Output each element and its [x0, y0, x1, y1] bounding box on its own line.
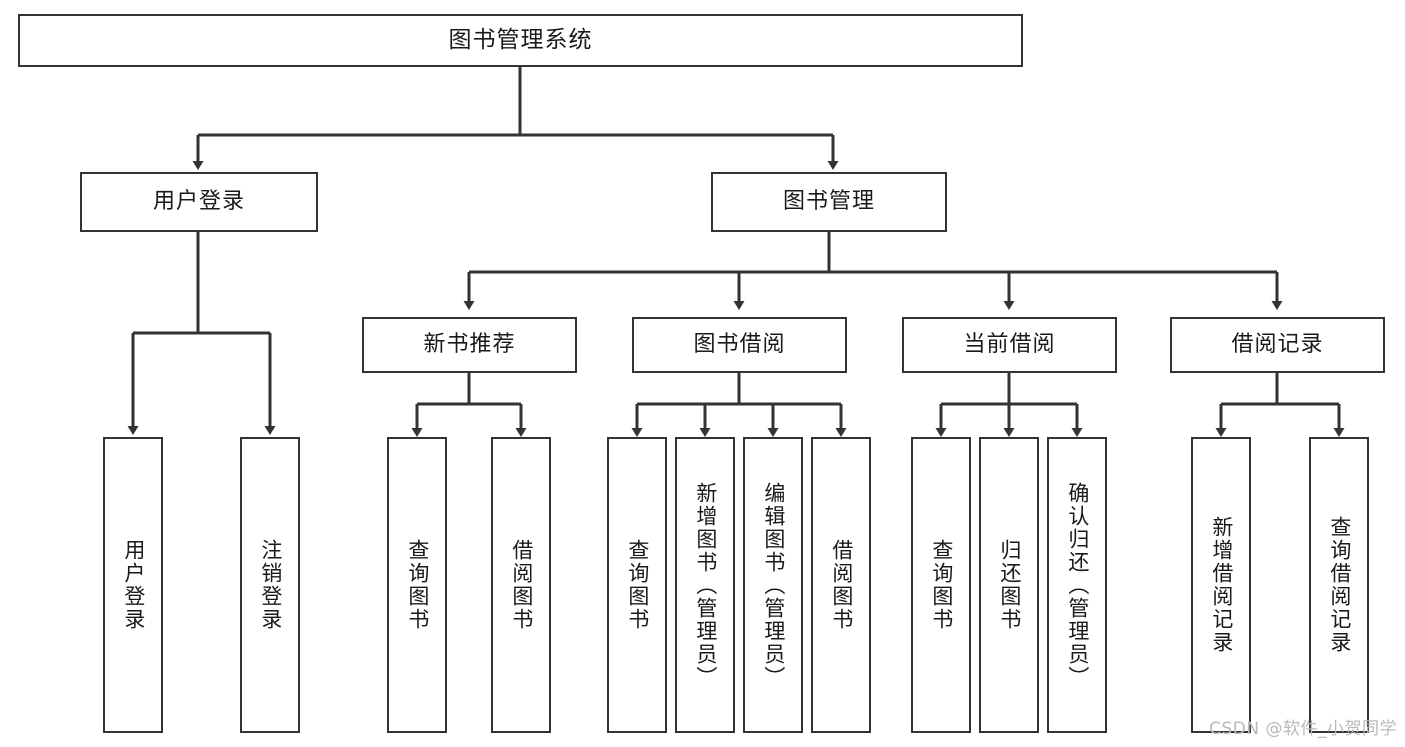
leaf-query-book-3-label: 查询图书 — [929, 539, 954, 631]
leaf-query-book-3[interactable]: 查询图书 — [911, 437, 971, 733]
leaf-logout-label: 注销登录 — [258, 539, 283, 631]
leaf-add-book-label: 新增图书（管理员） — [693, 481, 718, 689]
leaf-borrow-book-2-label: 借阅图书 — [829, 539, 854, 631]
node-user-login[interactable]: 用户登录 — [80, 172, 318, 232]
node-new-book-rec-label: 新书推荐 — [423, 331, 516, 357]
node-book-borrow-label: 图书借阅 — [693, 331, 786, 357]
leaf-borrow-book-1-label: 借阅图书 — [509, 539, 534, 631]
leaf-user-login[interactable]: 用户登录 — [103, 437, 163, 733]
leaf-query-record-label: 查询借阅记录 — [1327, 516, 1352, 654]
node-book-manage[interactable]: 图书管理 — [711, 172, 947, 232]
leaf-query-book-1-label: 查询图书 — [405, 539, 430, 631]
leaf-add-record[interactable]: 新增借阅记录 — [1191, 437, 1251, 733]
leaf-borrow-book-1[interactable]: 借阅图书 — [491, 437, 551, 733]
node-user-login-label: 用户登录 — [152, 188, 245, 214]
leaf-query-record[interactable]: 查询借阅记录 — [1309, 437, 1369, 733]
node-borrow-record[interactable]: 借阅记录 — [1170, 317, 1385, 373]
node-root[interactable]: 图书管理系统 — [18, 14, 1023, 67]
node-current-borrow[interactable]: 当前借阅 — [902, 317, 1117, 373]
leaf-user-login-label: 用户登录 — [121, 539, 146, 631]
leaf-logout[interactable]: 注销登录 — [240, 437, 300, 733]
leaf-return-book-label: 归还图书 — [997, 539, 1022, 631]
leaf-confirm-return[interactable]: 确认归还（管理员） — [1047, 437, 1107, 733]
node-root-label: 图书管理系统 — [448, 26, 593, 53]
node-book-borrow[interactable]: 图书借阅 — [632, 317, 847, 373]
node-book-manage-label: 图书管理 — [782, 188, 875, 214]
leaf-edit-book-label: 编辑图书（管理员） — [761, 481, 786, 689]
leaf-edit-book[interactable]: 编辑图书（管理员） — [743, 437, 803, 733]
leaf-query-book-2-label: 查询图书 — [625, 539, 650, 631]
leaf-add-book[interactable]: 新增图书（管理员） — [675, 437, 735, 733]
leaf-return-book[interactable]: 归还图书 — [979, 437, 1039, 733]
leaf-confirm-return-label: 确认归还（管理员） — [1065, 481, 1090, 689]
leaf-query-book-2[interactable]: 查询图书 — [607, 437, 667, 733]
watermark: CSDN @软件_小贺同学 — [1209, 719, 1397, 739]
leaf-add-record-label: 新增借阅记录 — [1209, 516, 1234, 654]
node-new-book-rec[interactable]: 新书推荐 — [362, 317, 577, 373]
node-current-borrow-label: 当前借阅 — [963, 331, 1056, 357]
leaf-query-book-1[interactable]: 查询图书 — [387, 437, 447, 733]
node-borrow-record-label: 借阅记录 — [1231, 331, 1324, 357]
leaf-borrow-book-2[interactable]: 借阅图书 — [811, 437, 871, 733]
